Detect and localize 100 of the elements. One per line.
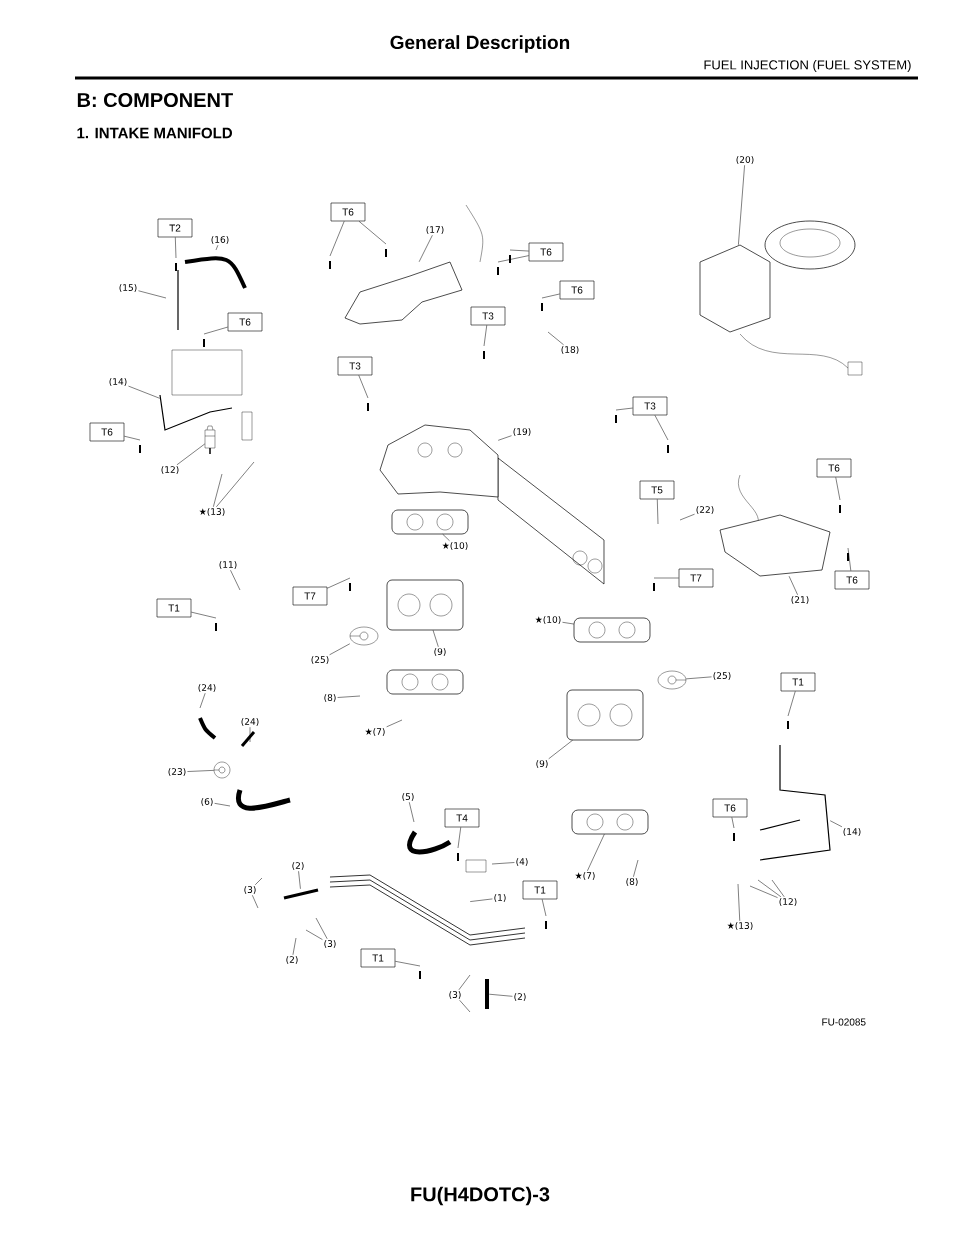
torque-box: T6: [330, 202, 366, 222]
gasket-drawing: [573, 617, 651, 643]
leader-line: [252, 894, 259, 909]
callout-number: (2): [514, 993, 526, 1001]
leader-line: [124, 435, 141, 441]
torque-box: T3: [470, 306, 506, 326]
page-number: FU(H4DOTC)-3: [411, 1186, 550, 1206]
callout-number: (4): [516, 858, 528, 866]
leader-line: [386, 719, 403, 728]
leader-line: [213, 473, 223, 508]
header-text: FUEL INJECTION (FUEL SYSTEM): [704, 59, 911, 73]
leader-line: [215, 244, 219, 251]
callout-number: (20): [736, 156, 754, 164]
callout-number: (6): [201, 798, 213, 806]
torque-box: T6: [227, 312, 263, 332]
callout-number: (2): [286, 956, 298, 964]
callout-number: (8): [626, 878, 638, 886]
callout-number: (21): [791, 596, 809, 604]
leader-line: [459, 999, 471, 1013]
leader-line: [315, 917, 328, 940]
callout-number: (18): [561, 346, 579, 354]
throttle-body-drawing: [386, 579, 464, 631]
leader-line: [327, 577, 351, 589]
callout-number: (5): [402, 793, 414, 801]
leader-line: [633, 859, 639, 878]
bracket-drawing: [719, 514, 831, 577]
leader-line: [254, 877, 263, 886]
callout-number: (11): [219, 561, 237, 569]
figure-code: FU-02085: [822, 1018, 866, 1026]
leader-line: [230, 569, 241, 591]
leader-line: [737, 883, 740, 922]
leader-line: [432, 629, 439, 648]
torque-box: T4: [444, 808, 480, 828]
leader-line: [509, 249, 529, 252]
leader-line: [497, 255, 529, 263]
callout-number: (24): [198, 684, 216, 692]
torque-box: T2: [157, 218, 193, 238]
callout-number: (12): [161, 466, 179, 474]
leader-line: [176, 443, 206, 466]
leader-line: [214, 803, 231, 807]
leader-line: [329, 221, 345, 257]
callout-number: (25): [713, 672, 731, 680]
leader-line: [541, 293, 560, 299]
leader-line: [409, 801, 415, 823]
leader-line: [203, 326, 228, 335]
torque-box: T6: [528, 242, 564, 262]
leader-line: [249, 726, 251, 743]
leader-line: [615, 407, 633, 411]
leader-line: [497, 435, 512, 441]
leader-line: [292, 937, 297, 956]
leader-line: [358, 375, 369, 399]
leader-line: [483, 325, 487, 347]
injector-drawing: [204, 425, 216, 455]
leader-line: [685, 676, 712, 680]
torque-box: T1: [360, 948, 396, 968]
leader-line: [395, 961, 421, 967]
throttle-body-drawing: [566, 689, 644, 741]
callout-number: (3): [449, 991, 461, 999]
callout-number: (23): [168, 768, 186, 776]
leader-line: [562, 622, 575, 625]
leader-line: [657, 499, 659, 525]
fuel-rail-drawing: [759, 744, 831, 861]
leader-line: [457, 827, 461, 849]
leader-line: [442, 533, 450, 542]
torque-box: T7: [292, 586, 328, 606]
leader-line: [829, 820, 843, 828]
callout-number: ★(7): [575, 872, 595, 880]
hose-drawing: [485, 979, 489, 1009]
torque-box: T7: [678, 568, 714, 588]
callout-number: (8): [324, 694, 336, 702]
leader-line: [787, 691, 796, 717]
leader-line: [469, 898, 493, 902]
gasket-drawing: [391, 509, 469, 535]
leader-line: [128, 385, 161, 399]
leader-line: [199, 692, 206, 709]
callout-number: (1): [494, 894, 506, 902]
page-title: General Description: [390, 35, 570, 53]
leader-line: [771, 879, 785, 898]
callout-number: ★(7): [365, 728, 385, 736]
leader-line: [587, 833, 605, 872]
gasket-drawing: [571, 809, 649, 835]
callout-number: (15): [119, 284, 137, 292]
leader-line: [298, 870, 301, 890]
leader-line: [653, 577, 679, 579]
leader-line: [216, 461, 255, 508]
leader-line: [835, 477, 841, 501]
callout-number: (9): [434, 648, 446, 656]
leader-line: [358, 221, 387, 245]
valve-drawing: [657, 670, 687, 690]
callout-number: (3): [324, 940, 336, 948]
callout-number: (16): [211, 236, 229, 244]
leader-line: [138, 290, 167, 299]
leader-line: [547, 331, 564, 346]
leader-line: [788, 575, 798, 596]
subsection-heading: 1. INTAKE MANIFOLD: [77, 127, 232, 139]
intake-manifold-drawing: [379, 424, 499, 498]
leader-line: [491, 862, 515, 865]
leader-line: [847, 547, 852, 571]
callout-number: (19): [513, 428, 531, 436]
callout-number: (14): [843, 828, 861, 836]
